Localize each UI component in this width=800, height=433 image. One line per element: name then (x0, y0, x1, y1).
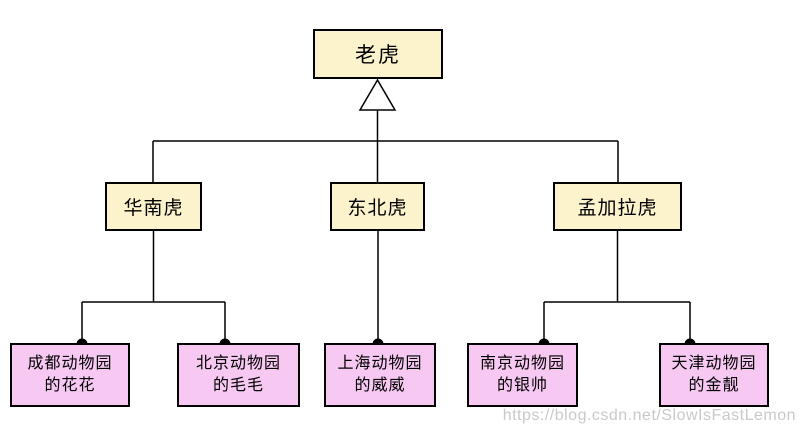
class-node-south-china-tiger: 华南虎 (105, 182, 202, 231)
instance-label-line2: 的金靓 (688, 377, 740, 394)
instance-label-line2: 的威威 (354, 377, 406, 394)
instance-label-line1: 成都动物园 (27, 355, 113, 372)
watermark-url: https://blog.csdn.net/SlowIsFastLemon (502, 407, 796, 424)
instance-label-line2: 的毛毛 (212, 377, 264, 394)
inheritance-triangle-icon (358, 78, 397, 111)
class-node-label: 孟加拉虎 (577, 198, 658, 219)
class-node-tiger: 老虎 (313, 29, 443, 79)
instance-label-line1: 上海动物园 (337, 355, 423, 372)
instance-label-line1: 南京动物园 (479, 355, 565, 372)
instance-node-chengdu-huahua: 成都动物园 的花花 (10, 343, 130, 407)
instance-node-shanghai-weiwei: 上海动物园 的威威 (324, 343, 436, 407)
class-node-label: 老虎 (355, 44, 401, 67)
instance-label-line1: 北京动物园 (195, 355, 281, 372)
class-node-northeast-tiger: 东北虎 (330, 182, 425, 231)
instance-node-nanjing-yinshuai: 南京动物园 的银帅 (467, 343, 578, 407)
instance-label-line2: 的花花 (44, 377, 96, 394)
class-node-label: 华南虎 (123, 198, 184, 219)
instance-label-line2: 的银帅 (496, 377, 548, 394)
instance-node-beijing-maomao: 北京动物园 的毛毛 (177, 343, 300, 407)
instance-label-line1: 天津动物园 (671, 355, 757, 372)
class-node-bengal-tiger: 孟加拉虎 (553, 182, 682, 231)
instance-node-tianjin-jinliang: 天津动物园 的金靓 (659, 343, 769, 407)
class-node-label: 东北虎 (347, 198, 408, 219)
